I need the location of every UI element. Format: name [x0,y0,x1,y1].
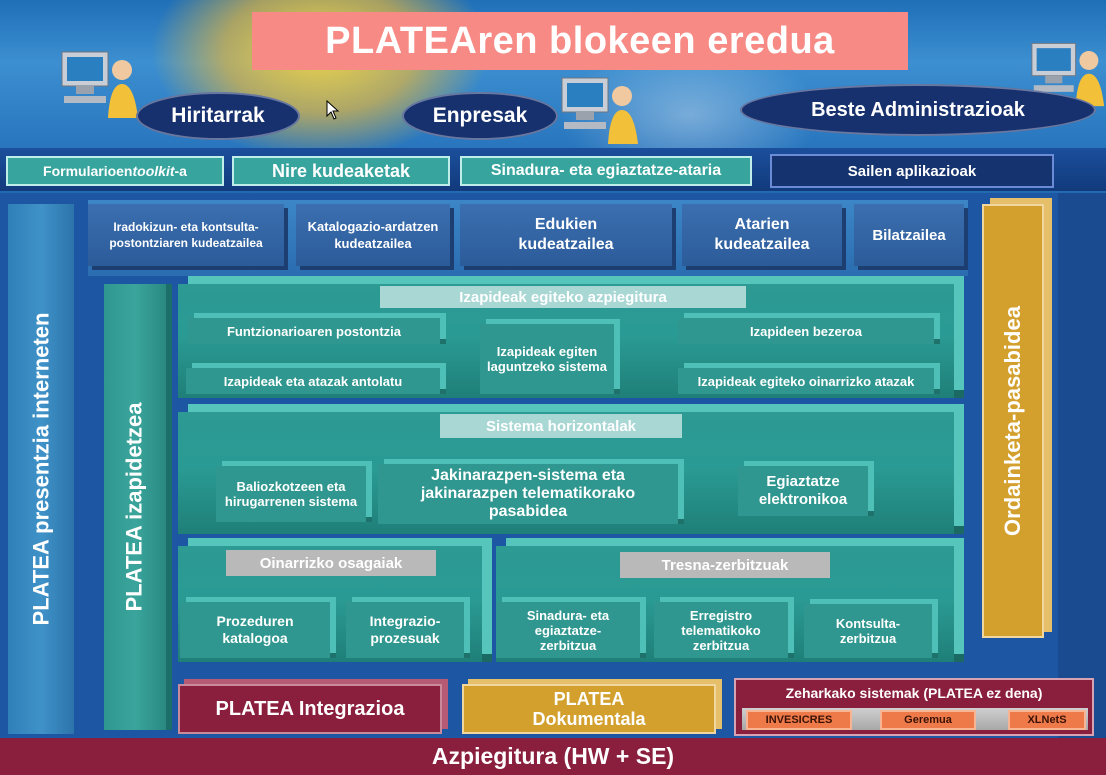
integration-processes: Integrazio-prozesuak [346,602,464,658]
audience-other-administrations: Beste Administrazioak [740,84,1096,136]
signature-portal-box: Sinadura- eta egiaztatze-ataria [460,156,752,186]
base-components-title: Oinarrizko osagaiak [226,550,436,576]
platea-integration: PLATEA Integrazioa [178,684,442,734]
user-computer-icon [1031,42,1105,107]
catalog-axis-manager: Katalogazio-ardatzen kudeatzailea [296,204,450,266]
forms-toolkit-italic: toolkit [132,163,175,179]
forms-toolkit-label: Formularioen [43,163,133,179]
platea-processing-label: PLATEA izapidetzea [122,402,148,612]
horizontal-systems-title: Sistema horizontalak [440,414,682,438]
portal-manager: Atarien kudeatzailea [682,204,842,266]
invesicres-box: INVESICRES [746,710,852,730]
electronic-authentication: Egiaztatze elektronikoa [738,466,868,516]
basic-processing-tasks: Izapideak egiteko oinarrizko atazak [678,368,934,394]
xlnets-box: XLNetS [1008,710,1086,730]
suggestion-mailbox-manager: Iradokizun- eta kontsulta-postontziaren … [88,204,284,266]
forms-toolkit-suffix: -a [174,163,187,179]
telematic-register-service: Erregistro telematikoko zerbitzua [654,602,788,658]
processing-infrastructure-title: Izapideak egiteko azpiegitura [380,286,746,308]
platea-internet-presence-label: PLATEA presentzia interneten [28,312,54,626]
validation-third-party-system: Baliozkotzeen eta hirugarrenen sistema [216,466,366,522]
forms-toolkit-box: Formularioen toolkit-a [6,156,224,186]
user-computer-icon [561,77,638,144]
content-manager: Edukien kudeatzailea [460,204,672,266]
signature-verification-service: Sinadura- eta egiaztatze-zerbitzua [496,602,640,658]
geremua-box: Geremua [880,710,976,730]
payment-gateway-label: Ordainketa-pasabidea [1000,306,1025,536]
platea-internet-presence: PLATEA presentzia interneten [8,204,74,734]
platea-processing: PLATEA izapidetzea [104,284,166,730]
tool-services-title: Tresna-zerbitzuak [620,552,830,578]
query-service: Kontsulta-zerbitzua [804,604,932,658]
dept-apps-box: Sailen aplikazioak [770,154,1054,188]
platea-documentary: PLATEA Dokumentala [462,684,716,734]
processing-support-system: Izapideak egiten laguntzeko sistema [480,324,614,394]
audience-businesses: Enpresak [402,92,558,140]
infrastructure-bar: Azpiegitura (HW + SE) [0,738,1106,775]
officer-mailbox: Funtzionarioaren postontzia [188,318,440,344]
search-engine: Bilatzailea [854,204,964,266]
diagram-title: PLATEAren blokeen eredua [252,12,908,70]
my-procedures-box: Nire kudeaketak [232,156,450,186]
payment-gateway: Ordainketa-pasabidea [982,204,1044,638]
user-computer-icon [61,51,138,118]
organize-procedures-tasks: Izapideak eta atazak antolatu [186,368,440,394]
procedures-catalog: Prozeduren katalogoa [180,602,330,658]
mouse-cursor-icon [326,100,340,120]
right-edge-panel [1058,193,1106,738]
notification-system: Jakinarazpen-sistema eta jakinarazpen te… [378,464,678,524]
procedures-client: Izapideen bezeroa [678,318,934,344]
audience-citizens: Hiritarrak [136,92,300,140]
cross-systems-title: Zeharkako sistemak (PLATEA ez dena) [785,685,1043,701]
